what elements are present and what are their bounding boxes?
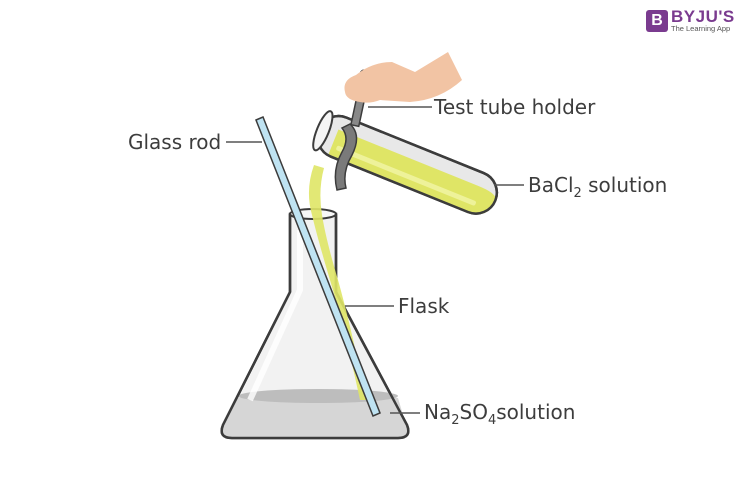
flask	[220, 208, 410, 440]
glass-rod-label: Glass rod	[128, 130, 222, 154]
bacl2-formula: BaCl	[528, 173, 574, 197]
glass-rod	[255, 116, 381, 417]
na2so4-na: Na	[424, 400, 452, 424]
bacl2-suffix: solution	[581, 173, 668, 197]
hand	[344, 52, 462, 103]
bacl2-solution-label: BaCl2 solution	[528, 173, 668, 200]
na2so4-suffix: solution	[496, 400, 576, 424]
test-tube-holder-label: Test tube holder	[434, 95, 596, 119]
na2so4-solution-label: Na2SO4solution	[424, 400, 576, 427]
na2so4-sub1: 2	[451, 413, 460, 428]
na2so4-so: SO	[459, 400, 488, 424]
bacl2-subscript: 2	[573, 186, 582, 201]
flask-label: Flask	[398, 294, 450, 318]
na2so4-sub2: 4	[487, 413, 497, 428]
logo-mark-icon: B	[646, 10, 668, 32]
byjus-logo[interactable]: B BYJU'S The Learning App	[646, 7, 735, 33]
logo-name: BYJU'S	[671, 7, 735, 26]
logo-tagline: The Learning App	[671, 24, 731, 33]
test-tube	[312, 110, 499, 215]
